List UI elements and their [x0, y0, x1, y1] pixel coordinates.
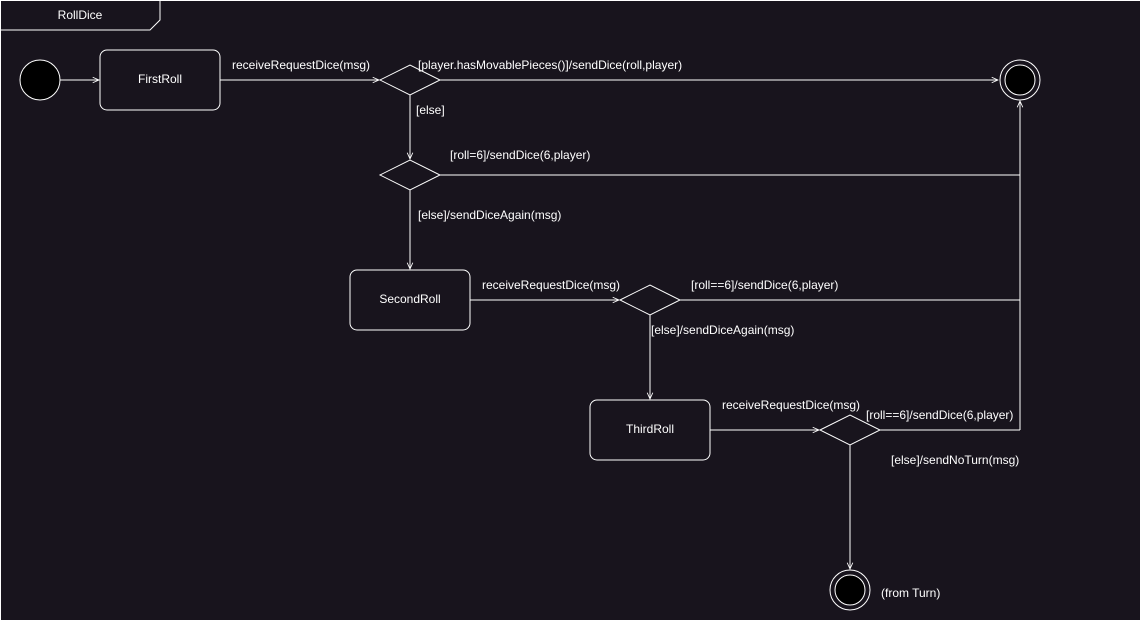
state-first-roll-label: FirstRoll	[138, 72, 182, 86]
final-node-from-turn	[829, 569, 871, 611]
decision-roll-six-second	[618, 284, 682, 316]
label-else-again-2: [else]/sendDiceAgain(msg)	[651, 323, 794, 337]
label-from-turn: (from Turn)	[881, 586, 940, 600]
frame-title-tab	[0, 0, 161, 31]
final-node-from-turn-core	[834, 574, 866, 606]
state-second-roll-label: SecondRoll	[379, 292, 440, 306]
label-else-again-1: [else]/sendDiceAgain(msg)	[418, 208, 561, 222]
label-roll6-third: [roll==6]/sendDice(6,player)	[866, 408, 1013, 422]
label-movable-guard: [player.hasMovablePieces()]/sendDice(rol…	[418, 58, 682, 72]
decision-roll-six-first	[378, 159, 442, 191]
label-second-trigger: receiveRequestDice(msg)	[482, 278, 620, 292]
initial-node	[19, 59, 61, 101]
label-else-1: [else]	[416, 103, 445, 117]
final-node	[999, 59, 1041, 101]
state-third-roll-label: ThirdRoll	[626, 422, 674, 436]
label-first-trigger: receiveRequestDice(msg)	[232, 58, 370, 72]
label-roll6-second: [roll==6]/sendDice(6,player)	[691, 278, 838, 292]
label-else-no-turn: [else]/sendNoTurn(msg)	[891, 453, 1019, 467]
final-node-core	[1004, 64, 1036, 96]
label-third-trigger: receiveRequestDice(msg)	[722, 398, 860, 412]
label-roll6-first: [roll=6]/sendDice(6,player)	[450, 148, 590, 162]
frame-title: RollDice	[58, 8, 103, 22]
